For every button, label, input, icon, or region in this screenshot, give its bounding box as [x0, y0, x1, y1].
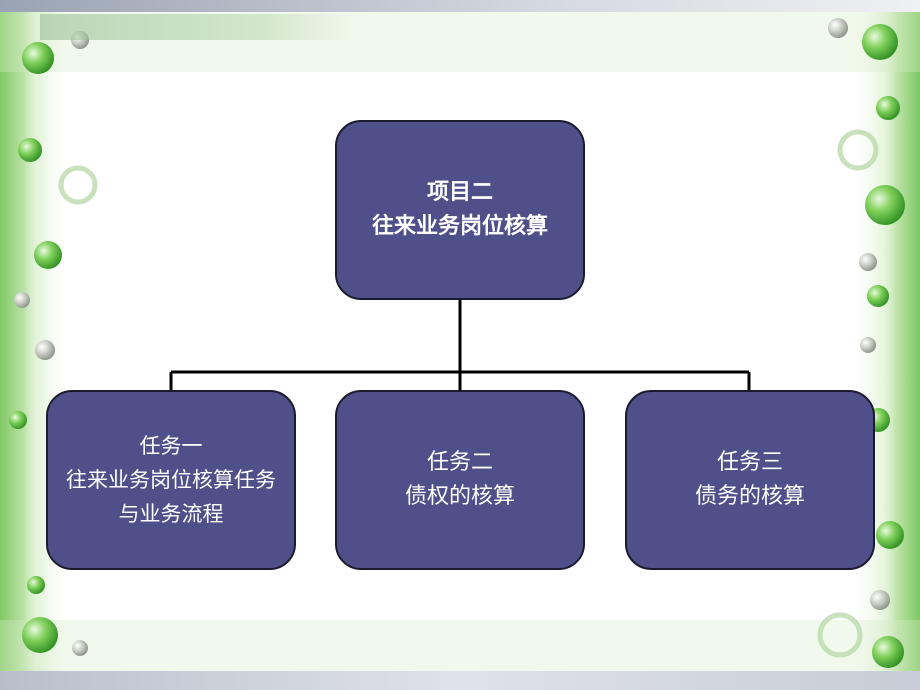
child-node-2-line-2: 债权的核算 [404, 484, 515, 509]
root-node-line-2: 往来业务岗位核算 [371, 214, 548, 239]
top-bar [0, 0, 920, 12]
child-node-1-line-1: 任务一 [139, 434, 203, 458]
child-node-task-3: 任务三 债务的核算 [625, 390, 875, 570]
child-node-2-line-1: 任务二 [426, 450, 493, 475]
root-node: 项目二 往来业务岗位核算 [335, 120, 585, 300]
header-smudge [40, 14, 355, 40]
child-node-1-line-3: 与业务流程 [118, 502, 224, 526]
child-node-task-1: 任务一 往来业务岗位核算任务 与业务流程 [46, 390, 296, 570]
root-node-line-1: 项目二 [426, 180, 493, 205]
bottom-bar [0, 671, 920, 690]
child-node-3-line-2: 债务的核算 [694, 484, 805, 509]
child-node-task-2: 任务二 债权的核算 [335, 390, 585, 570]
child-node-3-line-1: 任务三 [716, 450, 783, 475]
child-node-1-line-2: 往来业务岗位核算任务 [66, 468, 276, 492]
